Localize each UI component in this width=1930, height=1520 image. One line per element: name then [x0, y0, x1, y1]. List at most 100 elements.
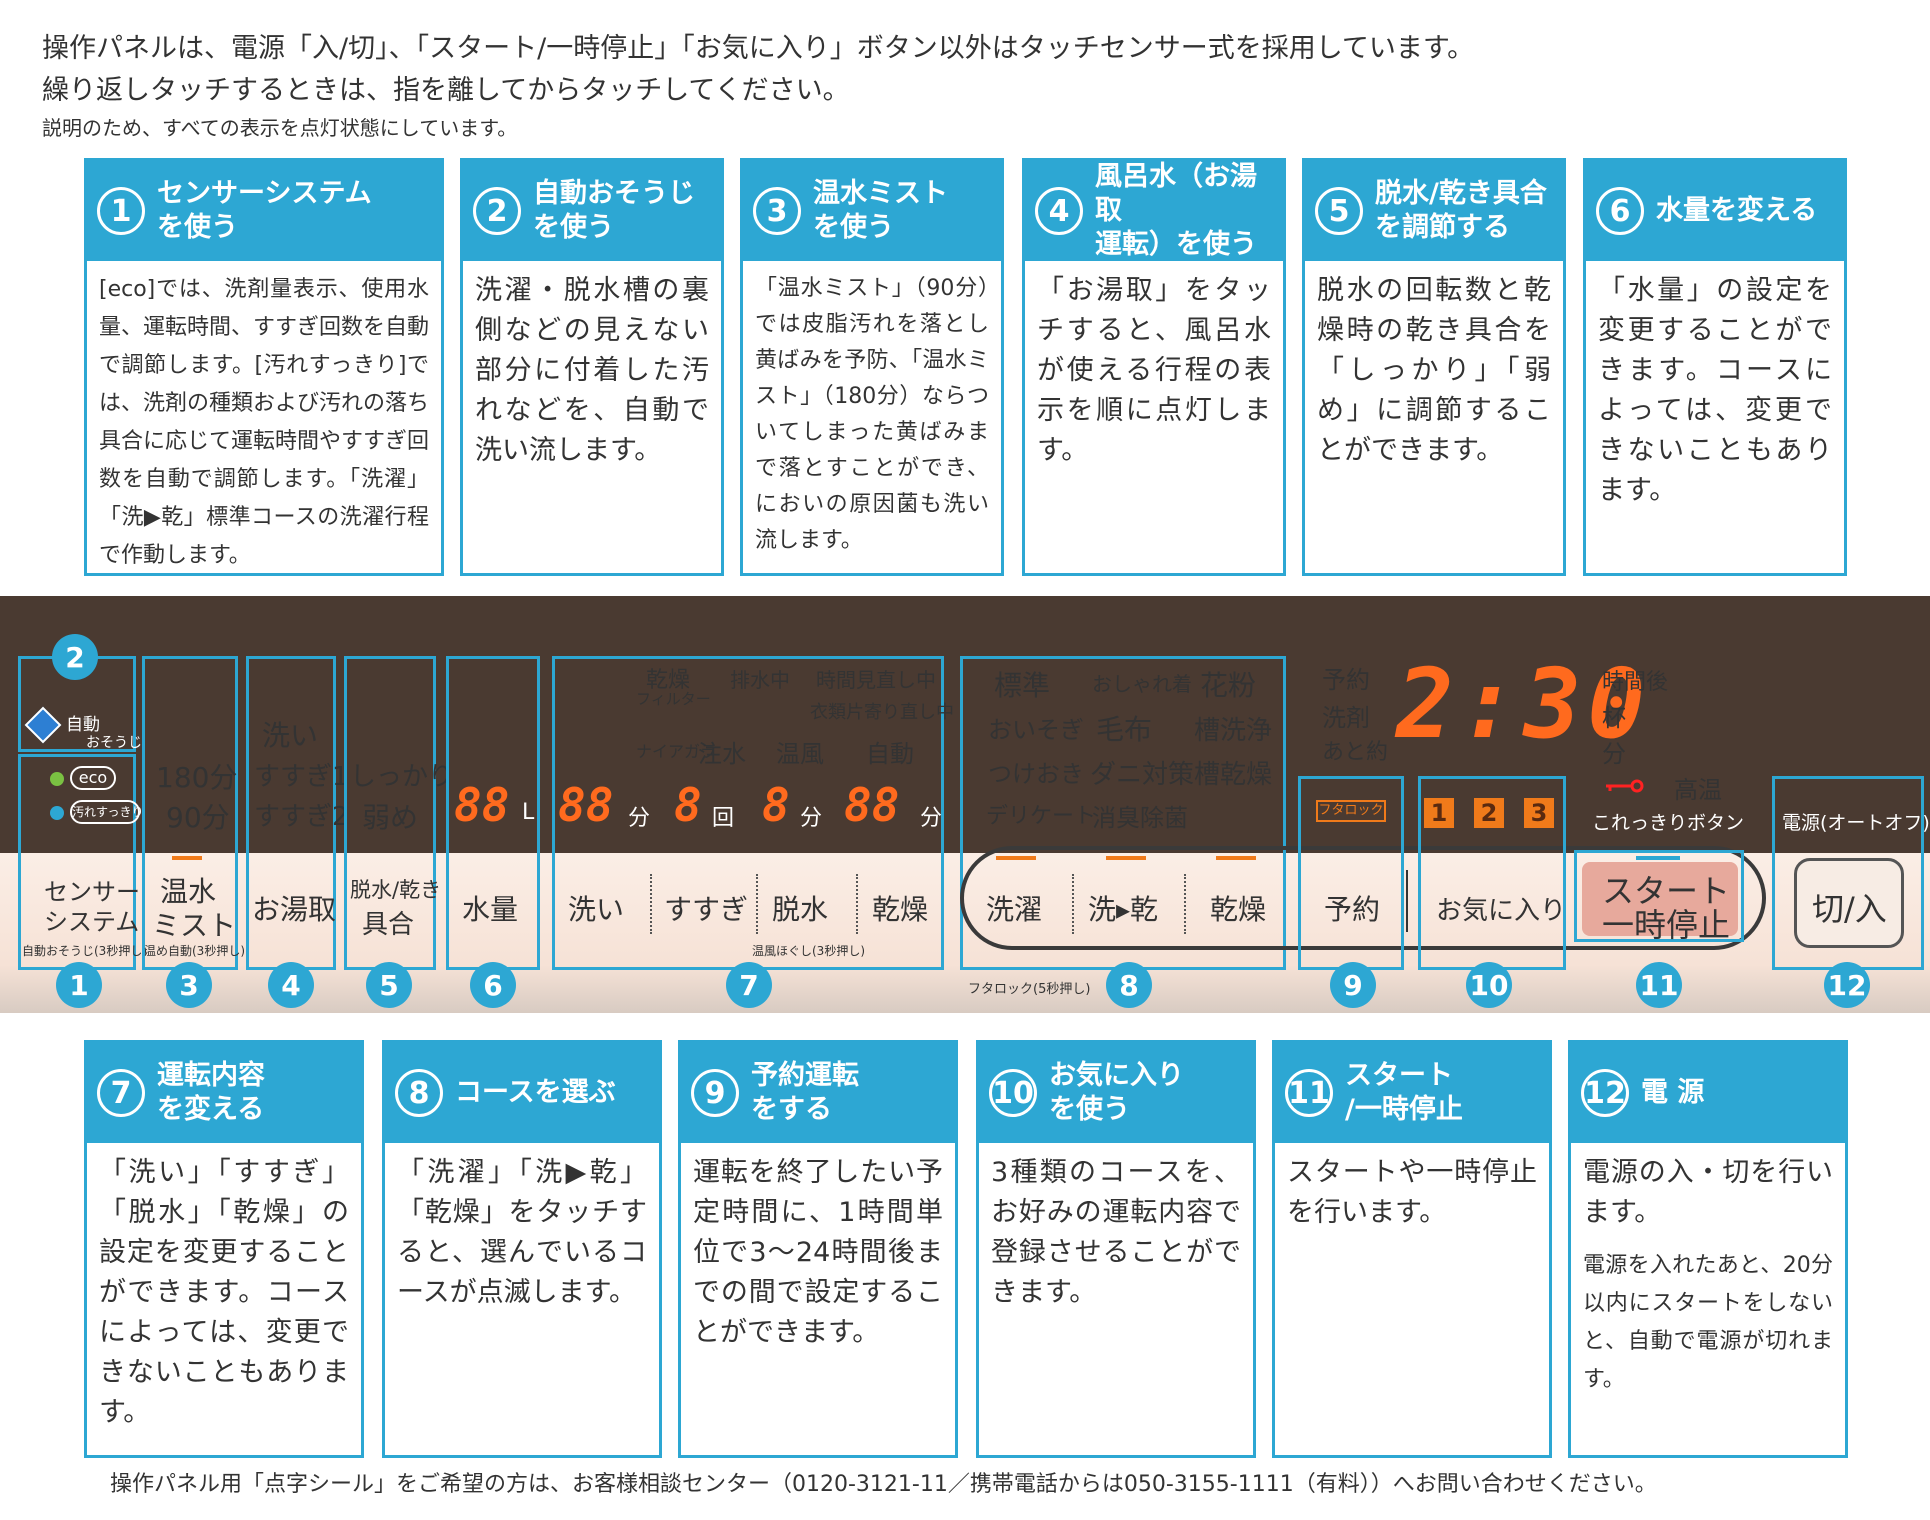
- water-unit: L: [522, 800, 535, 825]
- card-title: /一時停止: [1345, 1094, 1463, 1125]
- callout-4: 4: [268, 962, 314, 1008]
- card-title: 自動おそうじ: [533, 178, 695, 209]
- start-button-label-2[interactable]: 一時停止: [1602, 906, 1731, 944]
- time-review-indicator: 時間見直し中: [816, 668, 936, 692]
- callout-9: 9: [1330, 962, 1376, 1008]
- spin-time-display: 8: [762, 778, 790, 832]
- rinse-count-display: 8: [674, 778, 702, 832]
- card-title: 水量を変える: [1656, 195, 1818, 226]
- callout-2: 2: [52, 634, 98, 680]
- bath-rinse2-indicator: すすぎ2: [254, 802, 349, 832]
- dry-button[interactable]: 乾燥: [872, 893, 929, 926]
- rebalance-indicator: 衣類片寄り直し中: [810, 702, 954, 723]
- wash-time-display: 88: [558, 778, 614, 832]
- power-button[interactable]: [1794, 858, 1904, 948]
- sensor-button-label-2[interactable]: システム: [44, 908, 140, 936]
- water-button-label[interactable]: 水量: [462, 893, 519, 926]
- niagara-indicator: ナイアガラ: [636, 742, 717, 761]
- card-number: 7: [97, 1069, 145, 1117]
- reserve-indicator: 予約: [1322, 666, 1370, 694]
- divider: [756, 874, 758, 934]
- filter-indicator: 乾燥: [646, 668, 691, 693]
- wash-time-unit: 分: [628, 806, 651, 831]
- spin-button-label-2[interactable]: 具合: [362, 910, 415, 940]
- callout-7: 7: [726, 962, 772, 1008]
- card-body: 「水量」の設定を変更することができます。コースによっては、変更できないこともあり…: [1598, 275, 1832, 506]
- reserve-button[interactable]: 予約: [1324, 893, 1381, 926]
- card-title: 予約運転: [751, 1060, 859, 1091]
- favorite-2-indicator: 2: [1474, 798, 1504, 828]
- card-title: を調節する: [1375, 212, 1510, 243]
- intro-line-2: 繰り返しタッチするときは、指を離してからタッチしてください。: [42, 75, 850, 106]
- warm-air-indicator: 温風: [776, 740, 824, 768]
- high-temp-indicator: 高温: [1674, 776, 1722, 804]
- course-bar-outline: [960, 846, 1766, 950]
- mist-button-label-2[interactable]: ミスト: [152, 909, 237, 942]
- detergent-indicator: 洗剤: [1322, 704, 1370, 732]
- lid-lock-indicator: フタロック: [1316, 800, 1386, 822]
- power-auto-off-label: 電源(オートオフ): [1782, 812, 1930, 834]
- filter-indicator-2: フィルター: [636, 690, 711, 708]
- sensor-button-label-1[interactable]: センサー: [44, 878, 140, 906]
- card-title: 脱水/乾き具合: [1375, 178, 1547, 209]
- drain-indicator: 排水中: [730, 668, 790, 692]
- card-number: 3: [753, 187, 801, 235]
- callout-1: 1: [56, 962, 102, 1008]
- callout-8: 8: [1106, 962, 1152, 1008]
- rinse-button[interactable]: すすぎ: [664, 893, 749, 926]
- wash-button[interactable]: 洗い: [568, 893, 625, 926]
- card-body: スタートや一時停止を行います。: [1287, 1157, 1537, 1228]
- course-blanket: 毛布: [1096, 713, 1153, 746]
- card-title: お気に入り: [1049, 1060, 1184, 1091]
- card-title: 電 源: [1641, 1077, 1705, 1108]
- dry-only-button[interactable]: 乾燥: [1210, 893, 1267, 926]
- bath-rinse1-indicator: すすぎ1: [254, 762, 349, 792]
- remaining-indicator: あと約: [1322, 740, 1389, 765]
- course-tub-wash: 槽洗浄: [1194, 716, 1273, 746]
- start-button[interactable]: [1582, 862, 1738, 936]
- mist-led: [172, 856, 202, 860]
- rinse-count-unit: 回: [712, 806, 735, 831]
- dry-time-display: 88: [844, 778, 900, 832]
- spin-button-label-1[interactable]: 脱水/乾き: [350, 878, 442, 902]
- auto-clean-label: 自動: [66, 715, 100, 735]
- card-number: 9: [691, 1069, 739, 1117]
- mist-button-label-1[interactable]: 温水: [160, 875, 217, 908]
- card-body: 3種類のコースを、お好みの運転内容で登録させることができます。: [991, 1157, 1241, 1308]
- power-button-label[interactable]: 切/入: [1812, 890, 1887, 928]
- card-body: 「洗い」「すすぎ」「脱水」「乾燥」の設定を変更することができます。コースによって…: [99, 1157, 349, 1428]
- dirty-label: 汚れすっきり: [70, 800, 144, 824]
- lid-lock-sub-label: フタロック(5秒押し): [968, 982, 1091, 997]
- card-number: 11: [1285, 1069, 1333, 1117]
- start-button-label-1[interactable]: スタート: [1602, 872, 1731, 910]
- callout-12: 12: [1824, 962, 1870, 1008]
- favorite-3-indicator: 3: [1524, 798, 1554, 828]
- mist-180-indicator: 180分: [156, 761, 238, 794]
- spin-button[interactable]: 脱水: [772, 893, 829, 926]
- laundry-button[interactable]: 洗濯: [986, 893, 1043, 926]
- sensor-sub-label: 自動おそうじ(3秒押し): [22, 944, 147, 958]
- card-body: 「お湯取」をタッチすると、風呂水が使える行程の表示を順に点灯します。: [1037, 275, 1271, 466]
- auto-indicator: 自動: [866, 740, 914, 768]
- card-title: スタート: [1345, 1060, 1453, 1091]
- card-note: 電源を入れたあと、20分以内にスタートをしないと、自動で電源が切れます。: [1583, 1253, 1833, 1392]
- card-body: 「温水ミスト」（90分）では皮脂汚れを落とし黄ばみを予防、「温水ミスト」（180…: [755, 276, 989, 553]
- spin-strong-indicator: しっかり: [350, 762, 455, 792]
- card-number: 2: [473, 187, 521, 235]
- card-title: をする: [751, 1094, 832, 1125]
- auto-clean-label-2: おそうじ: [86, 735, 142, 751]
- bath-wash-indicator: 洗い: [262, 719, 319, 752]
- card-title: を使う: [1049, 1094, 1130, 1125]
- divider: [856, 874, 858, 934]
- bath-button-label[interactable]: お湯取: [252, 893, 337, 926]
- pour-indicator: 注水: [698, 740, 746, 768]
- favorite-button[interactable]: お気に入り: [1436, 896, 1567, 926]
- card-number: 12: [1581, 1069, 1629, 1117]
- wash-dry-button[interactable]: 洗▸乾: [1088, 893, 1159, 926]
- minutes-indicator: 分: [1602, 740, 1626, 768]
